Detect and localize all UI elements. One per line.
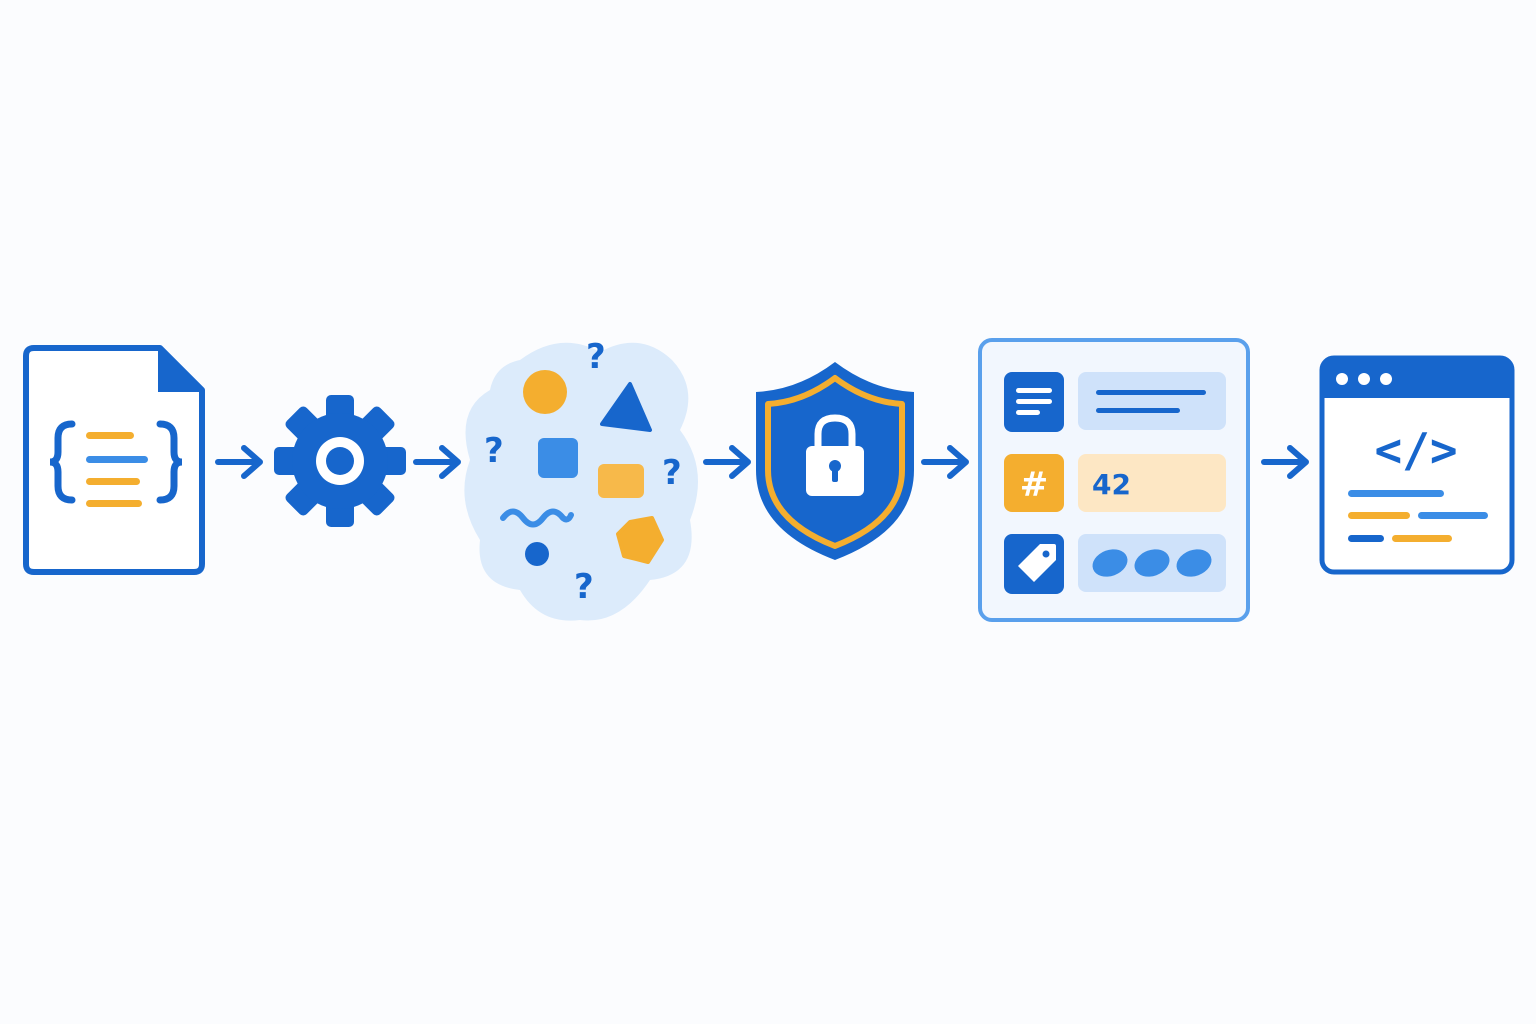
number-value: 42 [1092, 468, 1131, 501]
typed-fields-form-icon: # 42 [978, 338, 1250, 622]
code-glyph: </> [1374, 423, 1457, 477]
arrow-right-icon [413, 445, 461, 479]
text-field-row [1004, 372, 1226, 432]
question-mark: ? [662, 453, 682, 493]
question-mark: ? [574, 567, 594, 607]
question-mark: ? [586, 337, 606, 377]
arrow-right-icon [921, 445, 969, 479]
gear-icon [274, 395, 406, 527]
arrow-right-icon [703, 445, 751, 479]
shield-lock-icon [756, 362, 914, 560]
question-mark: ? [484, 431, 504, 471]
unknown-shapes-cloud-icon: ? ? ? ? [464, 337, 698, 621]
arrow-right-icon [1261, 445, 1309, 479]
browser-code-window-icon: </> [1319, 355, 1515, 575]
number-field-row: # 42 [1004, 454, 1226, 512]
hash-symbol: # [1020, 465, 1049, 505]
json-document-icon [23, 345, 205, 575]
arrow-right-icon [215, 445, 263, 479]
tag-field-row [1004, 534, 1226, 594]
